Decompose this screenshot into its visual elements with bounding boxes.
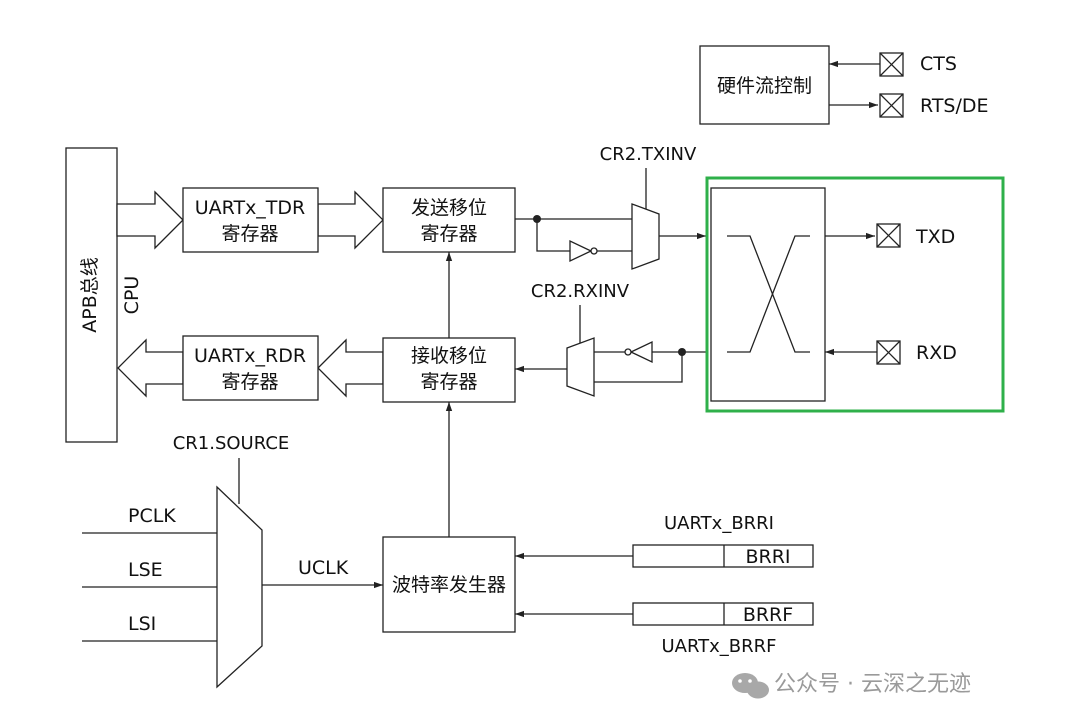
- tx-shift-register-block: [382, 187, 516, 253]
- rx-inverter-bubble: [624, 348, 632, 356]
- clock-source-mux-icon: [216, 485, 263, 689]
- rts-de-label: RTS/DE: [920, 95, 989, 117]
- tx-shift-line2: 寄存器: [420, 223, 477, 245]
- rxshift-to-rdr-arrow: [317, 338, 384, 398]
- rx-shift-line1: 接收移位: [411, 345, 487, 367]
- rdr-sub: 寄存器: [221, 371, 278, 393]
- brri-register-name: UARTx_BRRI: [664, 513, 774, 534]
- txd-pin-icon: [876, 223, 901, 248]
- pin-swap-highlight: [705, 176, 1005, 413]
- tx-inverter-icon: [569, 239, 593, 263]
- rdr-to-bus-arrow: [117, 338, 184, 398]
- lse-label: LSE: [128, 559, 163, 581]
- uclk-label: UCLK: [298, 557, 349, 579]
- baud-generator-block: [382, 536, 516, 633]
- brri-field-label: BRRI: [745, 546, 790, 568]
- rx-direct-branch: [594, 352, 683, 383]
- cts-pin-icon: [879, 52, 904, 77]
- tdr-to-txshift-arrow: [317, 190, 384, 250]
- source-label: CR1.SOURCE: [173, 433, 290, 454]
- rxd-label: RXD: [916, 342, 957, 364]
- rxd-pin-icon: [876, 340, 901, 365]
- txd-label: TXD: [915, 226, 955, 248]
- tx-mux-icon: [631, 203, 660, 270]
- watermark-text: 公众号 · 云深之无迹: [774, 672, 971, 697]
- tdr-name: UARTx_TDR: [195, 197, 306, 219]
- tdr-register-block: [182, 187, 319, 253]
- rxinv-label: CR2.RXINV: [531, 281, 630, 302]
- brrf-register-name: UARTx_BRRF: [661, 636, 776, 657]
- pin-swap-block: [710, 187, 826, 402]
- cpu-label: CPU: [121, 276, 143, 315]
- rdr-register-block: [182, 335, 319, 401]
- apb-bus-block: [65, 147, 118, 443]
- rts-pin-icon: [879, 93, 904, 118]
- brrf-field-label: BRRF: [743, 604, 793, 626]
- rx-inverter-icon: [629, 340, 653, 364]
- rdr-name: UARTx_RDR: [194, 345, 306, 367]
- baud-generator-label: 波特率发生器: [392, 574, 506, 596]
- flow-control-block: [699, 45, 830, 125]
- wechat-icon: [732, 673, 769, 699]
- tx-inverter-bubble: [590, 247, 598, 255]
- tdr-sub: 寄存器: [221, 223, 278, 245]
- pclk-label: PCLK: [128, 505, 176, 527]
- rx-shift-line2: 寄存器: [420, 371, 477, 393]
- rx-mux-icon: [566, 337, 595, 397]
- tx-invert-branch: [536, 219, 570, 252]
- bus-to-tdr-arrow: [116, 190, 184, 250]
- tx-shift-line1: 发送移位: [411, 197, 487, 219]
- lsi-label: LSI: [128, 613, 156, 635]
- cts-label: CTS: [920, 53, 957, 75]
- swap-line-b: [727, 235, 810, 353]
- apb-bus-label: APB总线: [79, 257, 101, 333]
- txinv-label: CR2.TXINV: [600, 144, 697, 165]
- flow-control-label: 硬件流控制: [717, 75, 812, 97]
